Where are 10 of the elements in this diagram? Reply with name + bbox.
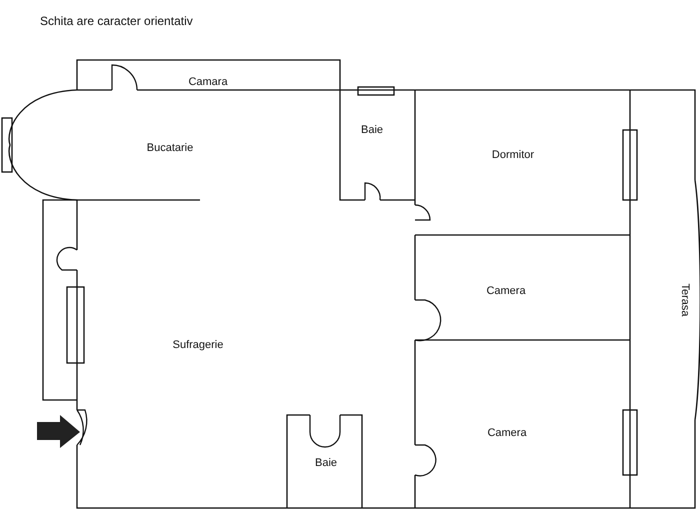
room-label: Dormitor (492, 149, 534, 161)
room-label: Camera (486, 285, 526, 297)
room-label: Baie (360, 124, 384, 136)
room-label: Baie (314, 457, 338, 469)
room-label: Sufragerie (172, 339, 224, 351)
room-label: Camara (188, 76, 228, 88)
room-label: Camera (487, 427, 527, 439)
room-label: Bucatarie (146, 142, 194, 154)
title: Schita are caracter orientativ (40, 14, 193, 28)
room-label: Terasa (679, 283, 691, 317)
